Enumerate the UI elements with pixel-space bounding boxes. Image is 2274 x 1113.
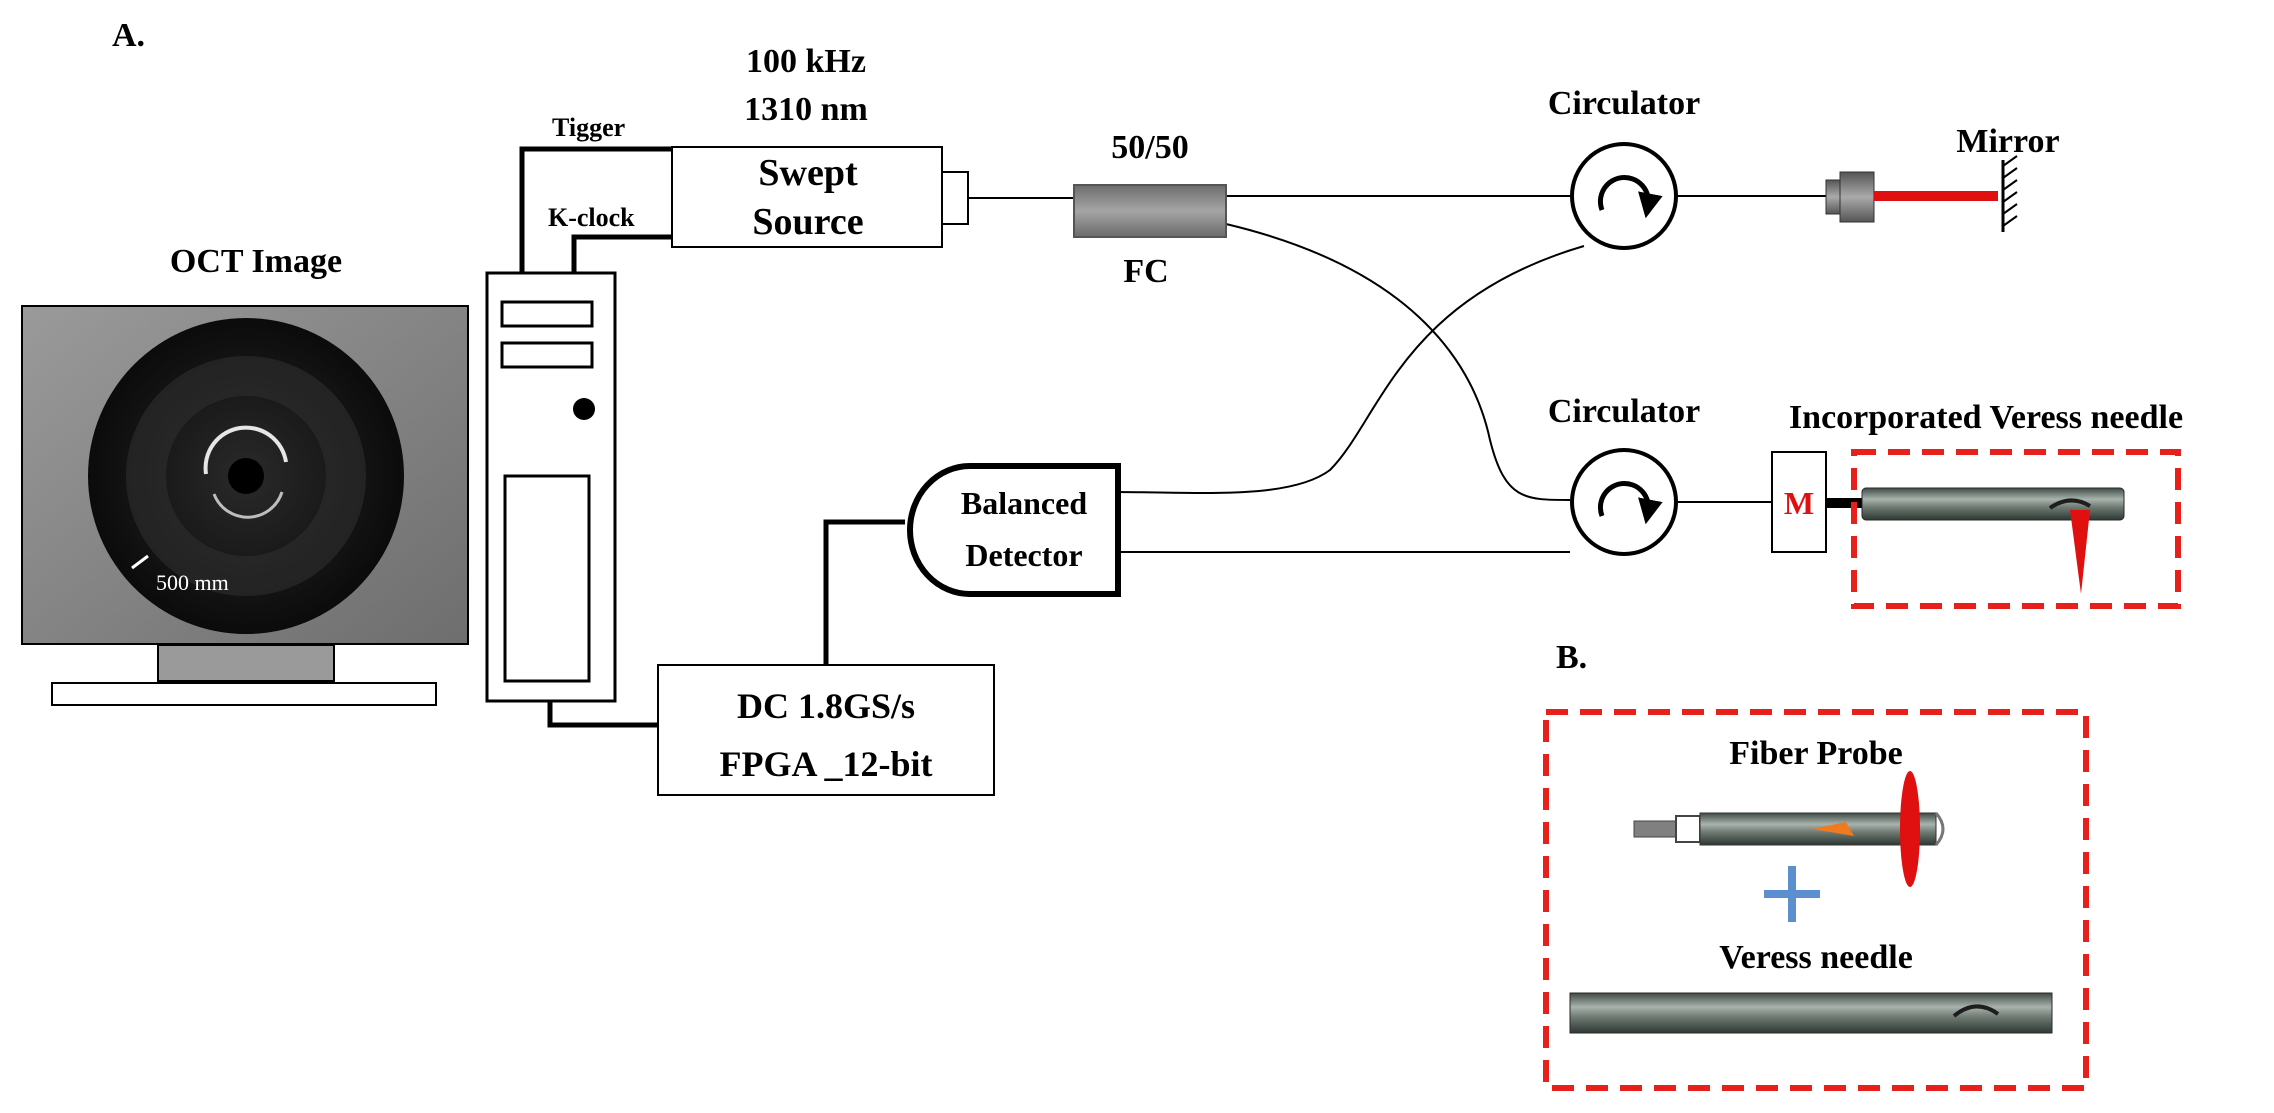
needle-body	[1861, 487, 2125, 521]
coupler-name: FC	[1123, 253, 1168, 290]
circulator-top-label: Circulator	[1548, 85, 1700, 122]
collimator-lens	[1839, 171, 1875, 223]
oct-lumen-wall-lower	[212, 491, 284, 519]
tower-panel	[503, 474, 591, 683]
computer-tower	[485, 271, 617, 703]
veress-needle-body	[1569, 992, 2053, 1034]
oct-image-title: OCT Image	[170, 243, 342, 280]
motor-box	[1771, 451, 1827, 553]
coupler-ratio: 50/50	[1111, 129, 1188, 166]
swept-source: 100 kHz 1310 nm Swept Source	[671, 43, 969, 248]
oct-lumen-wall	[203, 425, 288, 475]
fiber-coupler-circ-bottom	[1225, 223, 1571, 501]
veress-needle-hole	[1952, 1004, 2000, 1018]
fiber-probe-label: Fiber Probe	[1729, 735, 1902, 772]
probe-lens	[1812, 822, 1854, 836]
panel-b: Fiber Probe Veress needle	[1543, 709, 2089, 1091]
source-name-line1: Swept	[758, 152, 858, 194]
plus-icon	[1764, 890, 1820, 898]
circulator-arrow-icon	[1597, 175, 1663, 219]
detector-body	[907, 463, 1121, 597]
kclock-wire	[571, 234, 672, 273]
probe-tip	[1934, 812, 1945, 846]
daq-board: DC 1.8GS/s FPGA _12-bit	[657, 664, 995, 796]
source-rate: 100 kHz	[746, 43, 866, 80]
oct-monitor: OCT Image 500 mm	[21, 243, 469, 706]
detector-line2: Detector	[965, 537, 1082, 573]
trigger-wire	[519, 146, 672, 273]
probe-fiber	[1633, 820, 1677, 838]
circulator-bottom-label: Circulator	[1548, 393, 1700, 430]
collimator-back	[1825, 179, 1841, 215]
needle-dashed-frame	[1851, 449, 2181, 609]
detector-line1: Balanced	[961, 485, 1087, 521]
daq-detector-wire	[823, 519, 905, 665]
panel-b-frame	[1543, 709, 2089, 1091]
reference-arm: Mirror	[1825, 123, 2060, 232]
drive-bay-2	[500, 341, 594, 369]
motor-shaft	[1826, 498, 1866, 508]
fiber-circ-top-detector	[1113, 245, 1585, 494]
circulator-bottom: Circulator	[1548, 393, 1700, 556]
control-wires	[519, 146, 905, 728]
probe-ferrule	[1675, 815, 1701, 843]
daq-box	[657, 664, 995, 796]
monitor-neck	[157, 644, 335, 682]
circulator-top: Circulator	[1548, 85, 1700, 250]
motor-label: M	[1784, 485, 1814, 521]
balanced-detector: Balanced Detector	[907, 463, 1121, 597]
fiber-coupler: 50/50 FC	[1073, 129, 1227, 290]
scale-bar	[131, 554, 149, 570]
monitor-base	[51, 682, 437, 706]
mirror-hatch	[2002, 155, 2018, 227]
fibers	[968, 195, 1826, 553]
drive-bay-1	[500, 300, 594, 328]
mirror-label: Mirror	[1956, 123, 2059, 160]
power-button-icon	[573, 398, 595, 420]
coupler-body	[1073, 184, 1227, 238]
oct-tissue-ring	[126, 356, 366, 596]
circulator-bottom-body	[1570, 448, 1678, 556]
reference-beam	[1874, 191, 1998, 201]
needle-side-hole	[2048, 498, 2092, 510]
incorporated-needle: Incorporated Veress needle M	[1771, 399, 2183, 609]
daq-line2: FPGA _12-bit	[720, 744, 933, 784]
panel-a-label: A.	[112, 17, 145, 54]
circulator-top-body	[1570, 142, 1678, 250]
panel-b-label: B.	[1556, 639, 1587, 676]
probe-beam	[2070, 510, 2090, 594]
oct-lumen	[228, 458, 264, 494]
source-wavelength: 1310 nm	[744, 91, 868, 128]
kclock-label: K-clock	[548, 203, 635, 232]
circulator-arrow-icon	[1597, 481, 1663, 525]
scale-bar-label: 500 mm	[156, 570, 229, 595]
source-port	[941, 171, 969, 225]
source-name-line2: Source	[752, 201, 863, 243]
needle-assembly-title: Incorporated Veress needle	[1789, 399, 2183, 436]
daq-line1: DC 1.8GS/s	[737, 686, 915, 726]
veress-needle-label: Veress needle	[1719, 939, 1913, 976]
trigger-label: Tigger	[552, 113, 625, 142]
tower-daq-wire	[547, 701, 658, 728]
probe-output-beam	[1900, 771, 1920, 887]
source-box	[671, 146, 943, 248]
